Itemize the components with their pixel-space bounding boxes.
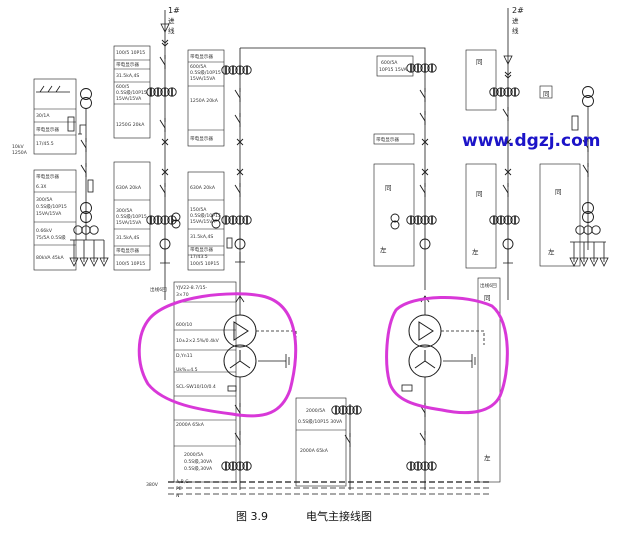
right-panel-same-bottom: 同 bbox=[476, 190, 483, 198]
bottom-tie-line-1: 2000/5A bbox=[306, 408, 326, 414]
highlight-circle-left bbox=[137, 292, 298, 418]
right-transformer-section: 同 左 bbox=[401, 277, 501, 490]
bus-label-phases: A,B,C bbox=[176, 479, 188, 485]
incoming-right-char-1: 进 bbox=[512, 17, 519, 25]
panel-b-bottom-2: 150/5A bbox=[190, 207, 207, 213]
panel-b-top-2: 600/5A bbox=[190, 64, 207, 70]
panel-b-top-1: 带电显示器 bbox=[190, 53, 213, 60]
pt-bottom-line-8: 80kVA 45kA bbox=[36, 255, 64, 261]
left-side-label-1250a: 1250A bbox=[12, 150, 28, 156]
incoming-left-number: 1# bbox=[168, 6, 180, 15]
watermark-text: www.dgzj.com bbox=[462, 131, 600, 151]
right-tx-panel-left: 左 bbox=[484, 453, 491, 462]
transformer-vector-group: D,Yn11 bbox=[176, 353, 193, 359]
panel-a-bottom-4: 15VA/15VA bbox=[116, 220, 142, 226]
transformer-model: SCL-SW10/10/0.4 bbox=[176, 384, 216, 390]
panel-a-bottom-2: 300/5A bbox=[116, 208, 133, 214]
panel-b-bottom-1: 630A 20kA bbox=[190, 185, 216, 191]
pt-top-line-1: 30/1A bbox=[36, 113, 50, 119]
panel-a-top-3: 31.5kA,4S bbox=[116, 73, 139, 79]
bottom-panel-left-2: 0.5S级,30VA bbox=[184, 458, 213, 465]
panel-b-top-6: 带电显示器 bbox=[190, 135, 213, 142]
low-voltage-bus: 380V A,B,C PE N bbox=[146, 479, 490, 499]
incoming-left-char-2: 线 bbox=[168, 26, 175, 35]
panel-a-bottom-1: 630A 20kA bbox=[116, 185, 142, 191]
panel-a-bottom-7: 100/5 10P15 bbox=[116, 261, 145, 267]
far-right-same-bottom: 同 bbox=[555, 188, 562, 196]
left-side-label-10kv: 10kV bbox=[12, 144, 25, 150]
left-incomer-panel-a: 1# 进 线 100/5 10P15 带电显示器 31.5kA,4S 600/5… bbox=[113, 6, 180, 300]
bottom-tie-line-3: 2000A 65kA bbox=[300, 448, 329, 454]
transformer-ratio: 600/10 bbox=[176, 322, 192, 328]
tie-display-label: 带电显示器 bbox=[376, 136, 399, 143]
bus-label-n: N bbox=[176, 493, 179, 499]
highlight-circle-right bbox=[385, 295, 509, 415]
panel-a-top-5: 0.5S级/10P15 bbox=[116, 89, 147, 96]
transformer-cable-1: YJV22-8.7/15- bbox=[175, 285, 208, 291]
far-right-left-label: 左 bbox=[548, 247, 555, 256]
pt-top-line-3: 17/45.5 bbox=[36, 141, 54, 147]
tie-same-label: 同 bbox=[385, 184, 392, 192]
panel-a-top-7: 1250G 20kA bbox=[116, 122, 145, 128]
incoming-left-char-1: 进 bbox=[168, 17, 175, 25]
bottom-tie-line-2: 0.5S级/10P15 30VA bbox=[298, 418, 343, 425]
pt-bottom-line-1: 带电显示器 bbox=[36, 173, 59, 180]
pt-bottom-line-6: 0.66kV bbox=[36, 228, 53, 234]
panel-a-top-6: 15VA/15VA bbox=[116, 96, 142, 102]
bottom-panel-left-3: 0.5S级,30VA bbox=[184, 465, 213, 472]
left-pt-cabinet: 10kV 1250A 30/1A 带电显示器 17/45.5 带电显示器 6.3… bbox=[12, 78, 109, 271]
bus-label-voltage: 380V bbox=[146, 482, 159, 488]
pt-top-line-2: 带电显示器 bbox=[36, 126, 59, 133]
bus-tie-section: 600/5A 10P15 15VA 带电显示器 同 左 bbox=[373, 55, 438, 267]
panel-a-top-2: 带电显示器 bbox=[116, 61, 139, 68]
bottom-panel-left-1: 2000/5A bbox=[184, 452, 204, 458]
transformer-cable-2: 3×70 bbox=[176, 292, 189, 298]
panel-b-bottom-5: 31.5kA,4S bbox=[190, 234, 213, 240]
pt-bottom-line-4: 0.5S级/10P15 bbox=[36, 203, 67, 210]
panel-a-bottom-5: 31.5kA,4S bbox=[116, 235, 139, 241]
panel-a-top-4: 600/5 bbox=[116, 84, 129, 90]
panel-b-bottom-7: 17/43.5 bbox=[190, 254, 208, 260]
panel-b-bottom-4: 15VA/15VA bbox=[190, 219, 216, 225]
right-incomer-section: 2# 进 线 同 同 左 同 同 左 bbox=[465, 6, 609, 300]
panel-b-top-3: 0.5S级/10P15 bbox=[190, 69, 221, 76]
figure-title: 电气主接线图 bbox=[306, 509, 372, 523]
pt-bottom-line-5: 15VA/15VA bbox=[36, 211, 62, 217]
left-incomer-panel-b: 带电显示器 600/5A 0.5S级/10P15 15VA/15VA 1250A… bbox=[171, 47, 426, 300]
panel-b-bottom-8: 100/5 10P15 bbox=[190, 261, 219, 267]
panel-b-top-4: 15VA/15VA bbox=[190, 76, 216, 82]
figure-number: 图 3.9 bbox=[236, 510, 268, 523]
left-transformer-section: YJV22-8.7/15- 3×70 600/10 10±2×2.5%/0.4k… bbox=[173, 281, 297, 490]
low-voltage-bus-tie: 2000/5A 0.5S级/10P15 30VA 2000A 65kA bbox=[295, 397, 363, 490]
bus-label-pe: PE bbox=[176, 486, 182, 492]
panel-b-bottom-3: 0.5S级/10P15 bbox=[190, 212, 221, 219]
panel-a-bottom-6: 带电显示器 bbox=[116, 247, 139, 254]
outgoing-left-label: 出线6回 bbox=[150, 286, 167, 293]
incoming-right-number: 2# bbox=[512, 6, 524, 15]
outgoing-right-label: 出线6回 bbox=[480, 282, 497, 289]
pt-bottom-line-2: 6.3X bbox=[36, 184, 46, 190]
tie-left-label: 左 bbox=[380, 245, 387, 254]
far-right-same-top: 同 bbox=[543, 90, 550, 98]
right-panel-same-top: 同 bbox=[476, 58, 483, 66]
pt-bottom-line-7: 75/5A 0.5S级 bbox=[36, 234, 66, 241]
transformer-voltage: 10±2×2.5%/0.4kV bbox=[176, 338, 220, 344]
right-panel-left-label: 左 bbox=[472, 247, 479, 256]
panel-b-top-5: 1250A 20kA bbox=[190, 98, 219, 104]
right-tx-panel-same: 同 bbox=[484, 294, 491, 302]
transformer-impedance: Uk%=4.5 bbox=[176, 367, 198, 373]
panel-b-bottom-6: 带电显示器 bbox=[190, 246, 213, 253]
transformer-breaker: 2000A 65kA bbox=[176, 422, 205, 428]
panel-a-top-1: 100/5 10P15 bbox=[116, 50, 145, 56]
incoming-right-char-2: 线 bbox=[512, 26, 519, 35]
pt-bottom-line-3: 300/5A bbox=[36, 197, 53, 203]
tie-box-line-1: 600/5A bbox=[381, 60, 398, 66]
tie-box-line-2: 10P15 15VA bbox=[379, 67, 408, 73]
panel-a-bottom-3: 0.5S级/10P15 bbox=[116, 213, 147, 220]
